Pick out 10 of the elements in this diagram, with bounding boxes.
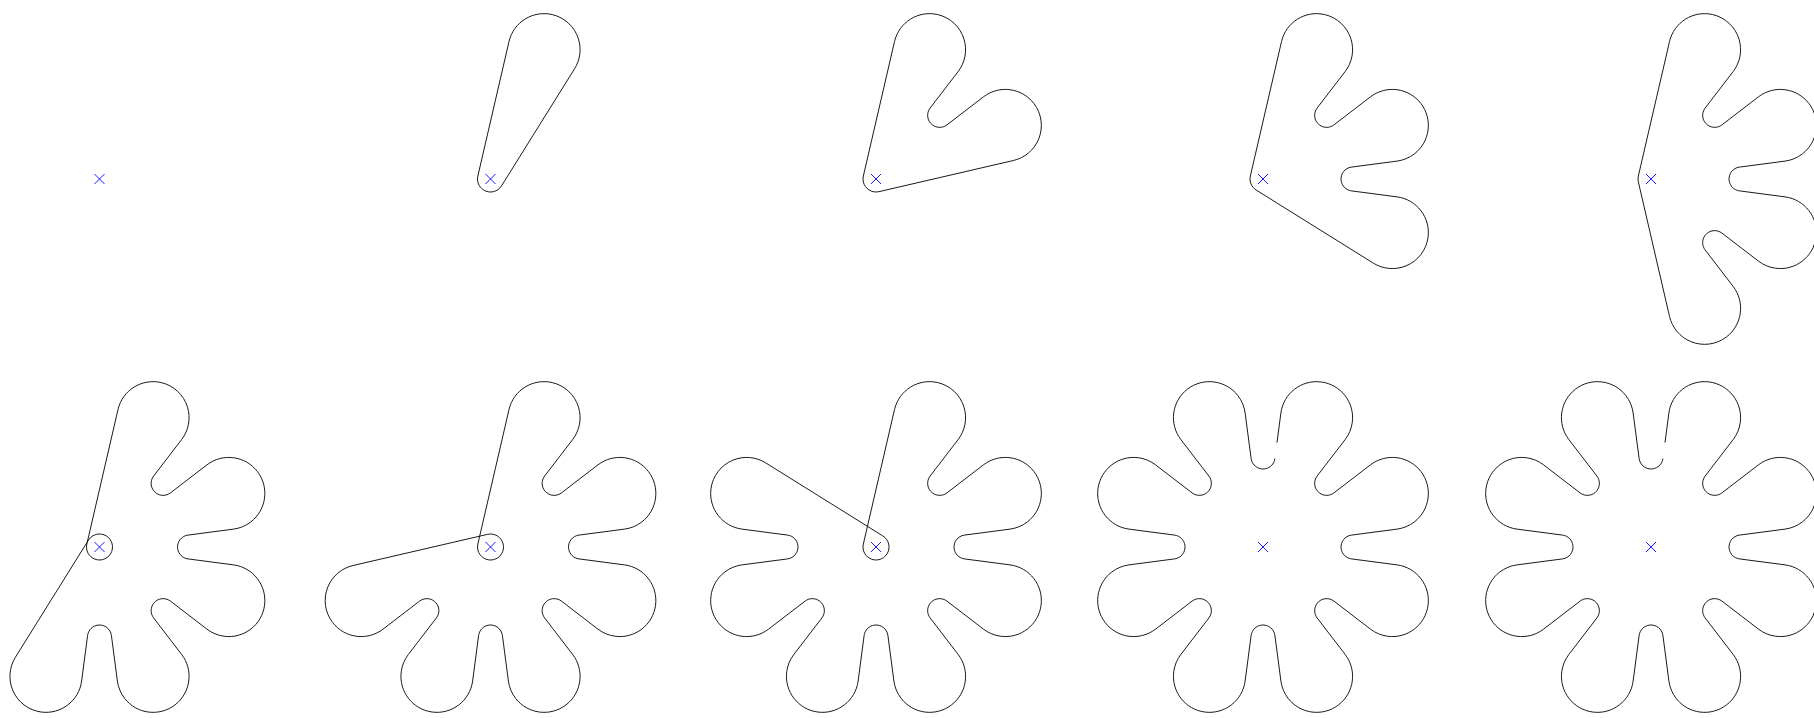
flower-drawing <box>1485 381 1814 713</box>
flower-drawing <box>477 13 581 193</box>
flower-drawing <box>324 381 657 713</box>
flower-drawing <box>710 381 1042 713</box>
flower-drawing <box>1097 381 1429 713</box>
center-mark <box>94 173 105 185</box>
flower-drawing <box>9 381 266 713</box>
flower-drawing <box>1249 13 1429 269</box>
flower-drawing <box>1637 13 1814 345</box>
flower-drawing <box>862 13 1042 193</box>
